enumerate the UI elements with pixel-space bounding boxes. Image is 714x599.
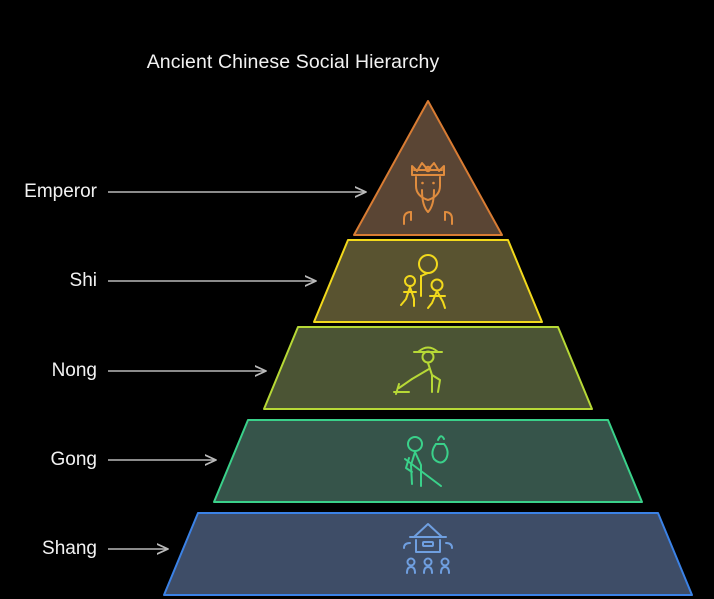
pyramid-tier-gong[interactable]	[213, 419, 643, 503]
farmer-hoe-icon	[393, 346, 443, 395]
artisan-bundle-icon	[404, 435, 449, 487]
tier-label-emperor: Emperor	[24, 181, 97, 202]
tier-shape-shang[interactable]	[163, 512, 693, 596]
tier-shape-gong[interactable]	[213, 419, 643, 503]
page-title: Ancient Chinese Social Hierarchy	[146, 51, 440, 73]
tier-shape-shi[interactable]	[313, 239, 543, 323]
pyramid-tier-emperor[interactable]	[353, 100, 503, 236]
tier-label-shi: Shi	[69, 270, 97, 291]
tier-label-shang: Shang	[42, 538, 97, 559]
merchant-shop-icon	[403, 523, 453, 574]
pyramid-tier-shang[interactable]	[163, 512, 693, 596]
tier-shape-emperor[interactable]	[353, 100, 503, 236]
pyramid-tier-shi[interactable]	[313, 239, 543, 323]
emperor-crown-icon	[403, 162, 453, 225]
tier-label-nong: Nong	[51, 360, 97, 381]
pyramid-tier-nong[interactable]	[263, 326, 593, 410]
tier-label-gong: Gong	[50, 449, 97, 470]
scholars-group-icon	[400, 254, 446, 309]
tier-shape-nong[interactable]	[263, 326, 593, 410]
